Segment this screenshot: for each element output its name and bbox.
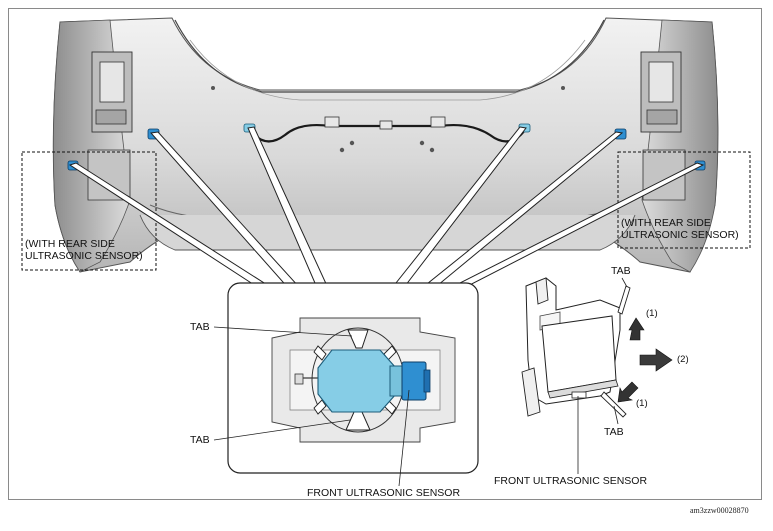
rear-side-right-label-line2: ULTRASONIC SENSOR) bbox=[621, 229, 739, 241]
callout-wedges bbox=[68, 126, 705, 291]
tab-right-top-label: TAB bbox=[611, 265, 631, 277]
leader-tab-right-top bbox=[621, 277, 628, 288]
rear-side-box-left bbox=[21, 151, 157, 271]
right-tab-top bbox=[617, 285, 631, 315]
bumper-upper-ridge bbox=[189, 39, 586, 101]
step-1-bottom-label: (1) bbox=[636, 398, 648, 409]
rear-side-right-label-line1: (WITH REAR SIDE bbox=[621, 217, 711, 229]
right-tab-bottom bbox=[600, 391, 627, 418]
bumper-upper-recess bbox=[174, 19, 605, 93]
right-detail-drawing bbox=[521, 277, 673, 474]
right-sensor-slot bbox=[571, 391, 587, 399]
step-1-top-label: (1) bbox=[646, 308, 658, 319]
right-bracket-lower-clip bbox=[521, 367, 541, 417]
inset-sensor-connector bbox=[401, 361, 427, 401]
front-sensor-inset-label: FRONT ULTRASONIC SENSOR bbox=[307, 487, 461, 499]
right-bracket-top-clip bbox=[535, 277, 549, 305]
rear-side-box-right bbox=[617, 151, 751, 249]
tab-right-bottom-label: TAB bbox=[604, 426, 624, 438]
leader-tab-upper bbox=[213, 326, 353, 337]
inset-clip-left-top bbox=[313, 345, 327, 361]
right-sensor-edge bbox=[547, 379, 619, 399]
inset-sensor-connector-lip bbox=[423, 369, 431, 393]
harness-clip bbox=[379, 120, 393, 130]
rear-side-left-label: (WITH REAR SIDE ULTRASONIC SENSOR) bbox=[25, 238, 143, 262]
inset-tab-upper bbox=[347, 329, 369, 349]
inset-sensor-body bbox=[317, 349, 397, 413]
tab-upper-label: TAB bbox=[190, 321, 210, 333]
bumper-hole bbox=[211, 86, 215, 90]
leader-sensor-inset bbox=[398, 389, 410, 487]
left-bracket bbox=[87, 51, 133, 201]
tab-lower-label: TAB bbox=[190, 434, 210, 446]
bumper-hole bbox=[419, 140, 425, 146]
rear-bumper bbox=[52, 17, 719, 273]
inset-mount-stud bbox=[294, 373, 304, 385]
bumper-hole bbox=[349, 140, 355, 146]
reference-code: am3zzw00028870 bbox=[690, 506, 749, 515]
arrow-2-right bbox=[639, 348, 673, 372]
inset-bracket-drawing bbox=[213, 317, 456, 487]
harness-clip bbox=[324, 116, 340, 128]
front-sensor-right-label: FRONT ULTRASONIC SENSOR bbox=[494, 475, 648, 487]
arrow-1-bottom bbox=[617, 381, 639, 403]
rear-side-left-label-line1: (WITH REAR SIDE bbox=[25, 238, 115, 250]
leader-tab-right-bottom bbox=[613, 405, 619, 425]
bumper-hole bbox=[561, 86, 565, 90]
diagram-frame bbox=[8, 8, 762, 500]
rear-side-left-label-line2: ULTRASONIC SENSOR) bbox=[25, 250, 143, 262]
bumper-hole bbox=[429, 147, 435, 153]
rear-side-right-label: (WITH REAR SIDE ULTRASONIC SENSOR) bbox=[621, 217, 739, 241]
bumper-hole bbox=[339, 147, 345, 153]
step-2-label: (2) bbox=[677, 354, 689, 365]
harness-clip bbox=[430, 116, 446, 128]
leader-tab-lower bbox=[213, 419, 351, 441]
arrow-1-top bbox=[628, 317, 645, 341]
inset-clip-left-bottom bbox=[313, 399, 327, 415]
right-sensor-body bbox=[541, 315, 617, 393]
